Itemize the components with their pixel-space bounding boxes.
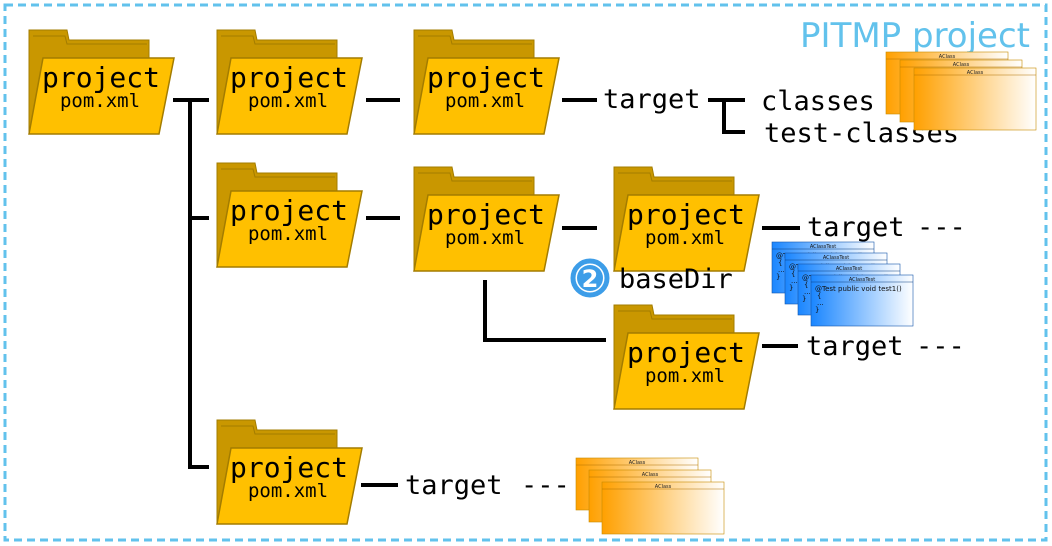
folder-subtitle: pom.xml — [645, 365, 725, 387]
test-card-line: { — [804, 281, 808, 289]
project-folders: projectpom.xmlprojectpom.xmlprojectpom.x… — [28, 29, 760, 525]
folder-title: project — [42, 61, 160, 94]
connector-lines — [173, 98, 800, 487]
test-card-header: AClassTest — [836, 266, 862, 272]
target-label-mid: target — [807, 212, 905, 243]
class-card: AClass — [601, 481, 725, 535]
classes-label: classes — [761, 86, 875, 117]
target-label-bottom: target — [405, 470, 503, 501]
test-card-line: @Test public void test1() — [815, 285, 902, 293]
ellipsis-mid: --- — [917, 212, 966, 243]
test-card-line: { — [778, 259, 782, 267]
test-card-line: } — [789, 284, 793, 292]
test-card-line: ... — [804, 288, 811, 296]
folder-subtitle: pom.xml — [445, 90, 525, 112]
folder-subtitle: pom.xml — [248, 90, 328, 112]
test-card-header: AClassTest — [810, 244, 836, 250]
folder-front — [216, 447, 363, 525]
folder-subtitle: pom.xml — [60, 90, 140, 112]
target-label-top: target — [603, 84, 701, 115]
test-card-header: AClassTest — [849, 277, 875, 283]
class-card-header: AClass — [967, 70, 984, 76]
connector-l2-l3-lower — [483, 280, 606, 342]
folder-subtitle: pom.xml — [248, 480, 328, 502]
folder-title: project — [627, 336, 745, 369]
folder-front — [216, 57, 363, 135]
test-card-line: { — [817, 292, 821, 300]
basedir-badge: 2 — [570, 258, 610, 298]
folder-subtitle: pom.xml — [445, 227, 525, 249]
folder-title: project — [230, 451, 348, 484]
connector-target-classes — [708, 98, 745, 134]
test-card-line: } — [815, 306, 819, 314]
test-card-line: ... — [778, 266, 785, 274]
folder-front — [613, 332, 760, 410]
folder-front — [28, 57, 175, 135]
target-label-lower: target — [806, 331, 904, 362]
test-card-line: ... — [817, 299, 824, 307]
ellipsis-lower: --- — [916, 331, 965, 362]
test-card-header: AClassTest — [823, 255, 849, 261]
class-card-header: AClass — [629, 460, 646, 466]
frame-title: PITMP project — [800, 16, 1030, 56]
folder-front — [613, 194, 760, 272]
basedir-label: baseDir — [619, 264, 733, 295]
folder-title: project — [627, 198, 745, 231]
folder-title: project — [230, 61, 348, 94]
test-card: AClassTest @Test public void test1(){...} — [810, 274, 914, 327]
folder-title: project — [427, 61, 545, 94]
test-card-line: { — [791, 270, 795, 278]
folder-front — [413, 194, 560, 272]
test-card-line: ... — [791, 277, 798, 285]
folder-title: project — [230, 194, 348, 227]
test-card-line: } — [802, 295, 806, 303]
class-card-header: AClass — [642, 472, 659, 478]
class-card-header: AClass — [939, 54, 956, 60]
folder-subtitle: pom.xml — [248, 223, 328, 245]
folder-front — [413, 57, 560, 135]
folder-subtitle: pom.xml — [645, 227, 725, 249]
folder-front — [216, 190, 363, 268]
test-stack-mid: AClassTest@Test public void test1(){...}… — [771, 241, 914, 327]
class-card-header: AClass — [655, 484, 672, 490]
class-card: AClass — [913, 67, 1037, 131]
connector-root-main — [173, 98, 209, 469]
ellipsis-bottom: --- — [521, 470, 570, 501]
badge-fill — [577, 265, 603, 291]
folder-title: project — [427, 198, 545, 231]
test-card-line: } — [776, 273, 780, 281]
badge-number: 2 — [582, 265, 599, 293]
project-frame — [3, 3, 1048, 542]
class-card-header: AClass — [953, 62, 970, 68]
